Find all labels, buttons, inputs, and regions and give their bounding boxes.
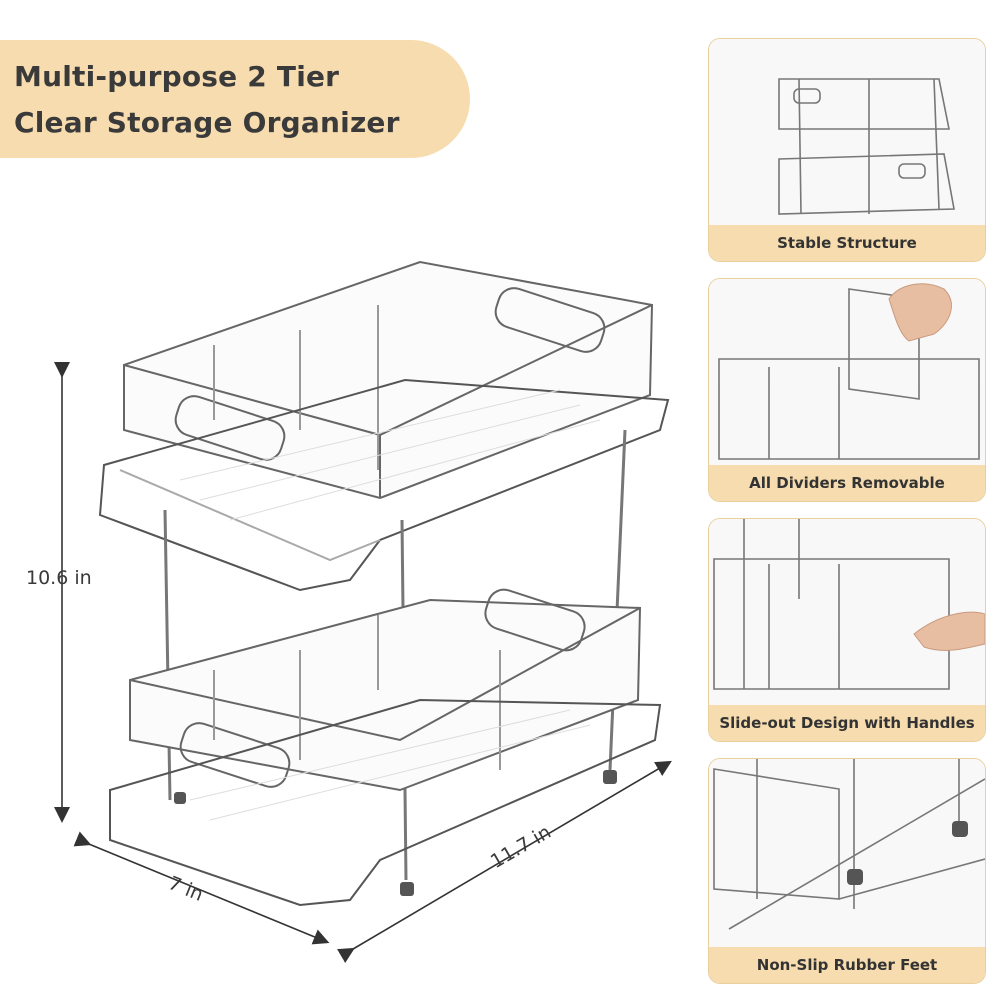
title-line-1: Multi-purpose 2 Tier: [14, 60, 340, 93]
two-tier-rack-photo-icon: [709, 39, 985, 227]
feature-caption-stable: Stable Structure: [709, 225, 985, 261]
feature-caption-feet: Non-Slip Rubber Feet: [709, 947, 985, 983]
height-label: 10.6 in: [26, 567, 92, 589]
width-dimension-arrow: [337, 760, 672, 963]
rubber-feet: [174, 770, 617, 896]
feature-card-dividers: All Dividers Removable: [708, 278, 986, 502]
feature-caption-slideout: Slide-out Design with Handles: [709, 705, 985, 741]
feature-card-feet: Non-Slip Rubber Feet: [708, 758, 986, 984]
rubber-feet-closeup-photo-icon: [709, 759, 985, 947]
depth-dimension-arrow: [73, 831, 330, 945]
title-banner: Multi-purpose 2 Tier Clear Storage Organ…: [0, 40, 470, 158]
upper-drawer: [98, 260, 670, 592]
product-illustration: [54, 260, 672, 963]
hand-removing-divider-photo-icon: [709, 279, 985, 467]
lower-drawer: [109, 588, 662, 907]
feature-card-stable: Stable Structure: [708, 38, 986, 262]
feature-caption-dividers: All Dividers Removable: [709, 465, 985, 501]
feature-card-slideout: Slide-out Design with Handles: [708, 518, 986, 742]
title-line-2: Clear Storage Organizer: [14, 106, 400, 139]
hand-pulling-drawer-photo-icon: [709, 519, 985, 707]
